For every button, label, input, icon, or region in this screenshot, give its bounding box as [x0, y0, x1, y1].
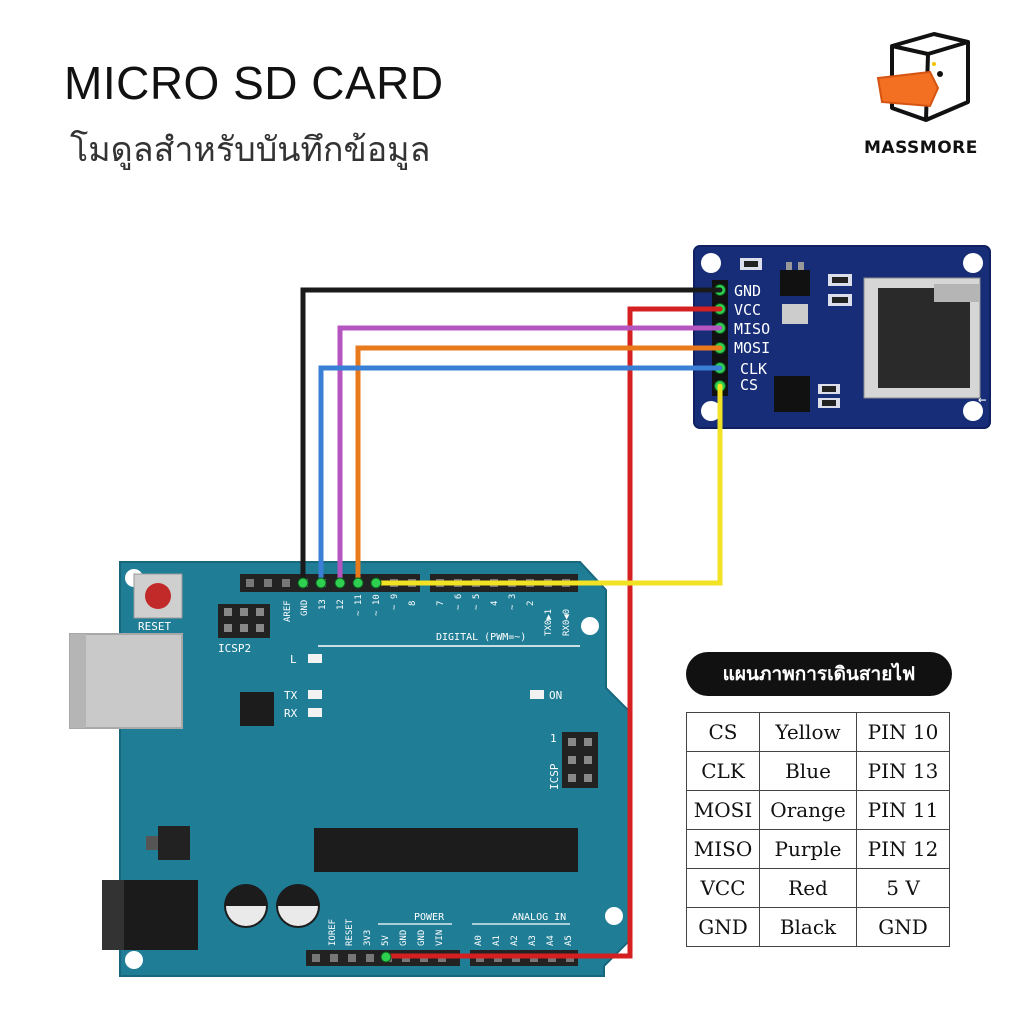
legend-cell: PIN 11: [856, 790, 950, 830]
icsp2-label: ICSP2: [218, 642, 251, 655]
pin-label-vin: VIN: [435, 930, 445, 946]
legend-cell: Orange: [759, 790, 857, 830]
sd-pin-label-miso: MISO: [734, 320, 770, 338]
icsp2-header: [218, 604, 270, 638]
pin-label-12: 12: [336, 599, 346, 610]
mcu-chip: [314, 828, 578, 872]
sd-pin-label-clk: CLK: [740, 360, 767, 378]
page-title: MICRO SD CARD: [64, 57, 444, 109]
legend-cell: 5 V: [856, 868, 950, 908]
legend-cell: GND: [686, 907, 760, 947]
legend-cell: VCC: [686, 868, 760, 908]
wire-mosi: [355, 345, 723, 586]
pin-label-2: 2: [526, 601, 536, 606]
pin-label-4: 4: [490, 601, 500, 606]
pin-label-rx0: RX0◀0: [562, 609, 572, 636]
pin-label-3: ~ 3: [508, 594, 518, 610]
analog-label: ANALOG IN: [512, 912, 566, 923]
massmore-logo-icon: [876, 32, 970, 122]
pin-label-reset: RESET: [345, 918, 355, 946]
led-rx: [308, 708, 322, 717]
legend-cell: MISO: [686, 829, 760, 869]
sd-pin-label-cs: CS: [740, 376, 758, 394]
pin-label-11: ~ 11: [354, 594, 364, 616]
icsp-header: [562, 732, 598, 788]
legend-cell: Black: [759, 907, 857, 947]
reset-label: RESET: [138, 620, 171, 633]
digital-label: DIGITAL (PWM=~): [436, 632, 526, 643]
led-l: [308, 654, 322, 663]
pin-label-tx1: TX0▶1: [544, 609, 554, 636]
legend-cell: Yellow: [759, 712, 857, 752]
led-on: [530, 690, 544, 699]
icsp-pin1-label: 1: [550, 732, 557, 745]
led-tx: [308, 690, 322, 699]
pin-label-6: ~ 6: [454, 594, 464, 610]
sd-pin-label-mosi: MOSI: [734, 339, 770, 357]
pin-label-aref: AREF: [283, 600, 293, 622]
usb-port: [69, 633, 183, 729]
page-subtitle: โมดูลสำหรับบันทึกข้อมูล: [70, 130, 431, 170]
sd-pin-label-vcc: VCC: [734, 301, 761, 319]
pin-label-13: 13: [318, 599, 328, 610]
led-tx-label: TX: [284, 689, 298, 702]
capacitor-right: [276, 884, 320, 928]
led-on-label: ON: [549, 689, 562, 702]
legend-cell: GND: [856, 907, 950, 947]
wire-miso: [337, 325, 723, 586]
sd-pin-header: [712, 280, 728, 396]
pin-label-a2: A2: [510, 935, 520, 946]
wire-vcc: [383, 306, 723, 959]
pin-label-10: ~ 10: [372, 594, 382, 616]
capacitor-left: [224, 884, 268, 928]
legend-cell: MOSI: [686, 790, 760, 830]
sd-buffer-chip: [774, 376, 810, 412]
pin-label-3v3: 3V3: [363, 930, 373, 946]
legend-cell: Red: [759, 868, 857, 908]
legend-cell: Blue: [759, 751, 857, 791]
legend-cell: CS: [686, 712, 760, 752]
pin-label-9: ~ 9: [390, 594, 400, 610]
legend-cell: CLK: [686, 751, 760, 791]
pin-label-gnd: GND: [300, 600, 310, 616]
pin-label-7: 7: [436, 601, 446, 606]
wire-gnd: [300, 287, 723, 586]
pin-label-pgnd2: GND: [417, 930, 427, 946]
sd-pin-label-gnd: GND: [734, 282, 761, 300]
pin-label-8: 8: [408, 601, 418, 606]
sd-regulator: [780, 270, 810, 296]
pin-label-5v: 5V: [381, 935, 391, 946]
pin-label-a0: A0: [474, 935, 484, 946]
voltage-regulator: [158, 826, 190, 860]
legend-cell: Purple: [759, 829, 857, 869]
brand-name: MASSMORE: [864, 138, 978, 158]
legend-title: แผนภาพการเดินสายไฟ: [686, 652, 952, 696]
pin-label-a5: A5: [564, 935, 574, 946]
usb-chip: [240, 692, 274, 726]
legend-cell: PIN 10: [856, 712, 950, 752]
pin-label-a1: A1: [492, 935, 502, 946]
pin-label-a4: A4: [546, 935, 556, 946]
icsp-label: ICSP: [548, 763, 561, 790]
sd-slot-arrow-icon: ←: [978, 392, 986, 408]
pin-label-ioref: IOREF: [328, 919, 338, 946]
wire-clk: [318, 365, 723, 586]
pin-label-pgnd1: GND: [399, 930, 409, 946]
led-rx-label: RX: [284, 707, 298, 720]
led-l-label: L: [290, 653, 297, 666]
wire-cs: [373, 383, 723, 586]
power-label: POWER: [414, 912, 445, 923]
pin-label-a3: A3: [528, 935, 538, 946]
legend-cell: PIN 13: [856, 751, 950, 791]
legend-cell: PIN 12: [856, 829, 950, 869]
pin-label-5: ~ 5: [472, 594, 482, 610]
